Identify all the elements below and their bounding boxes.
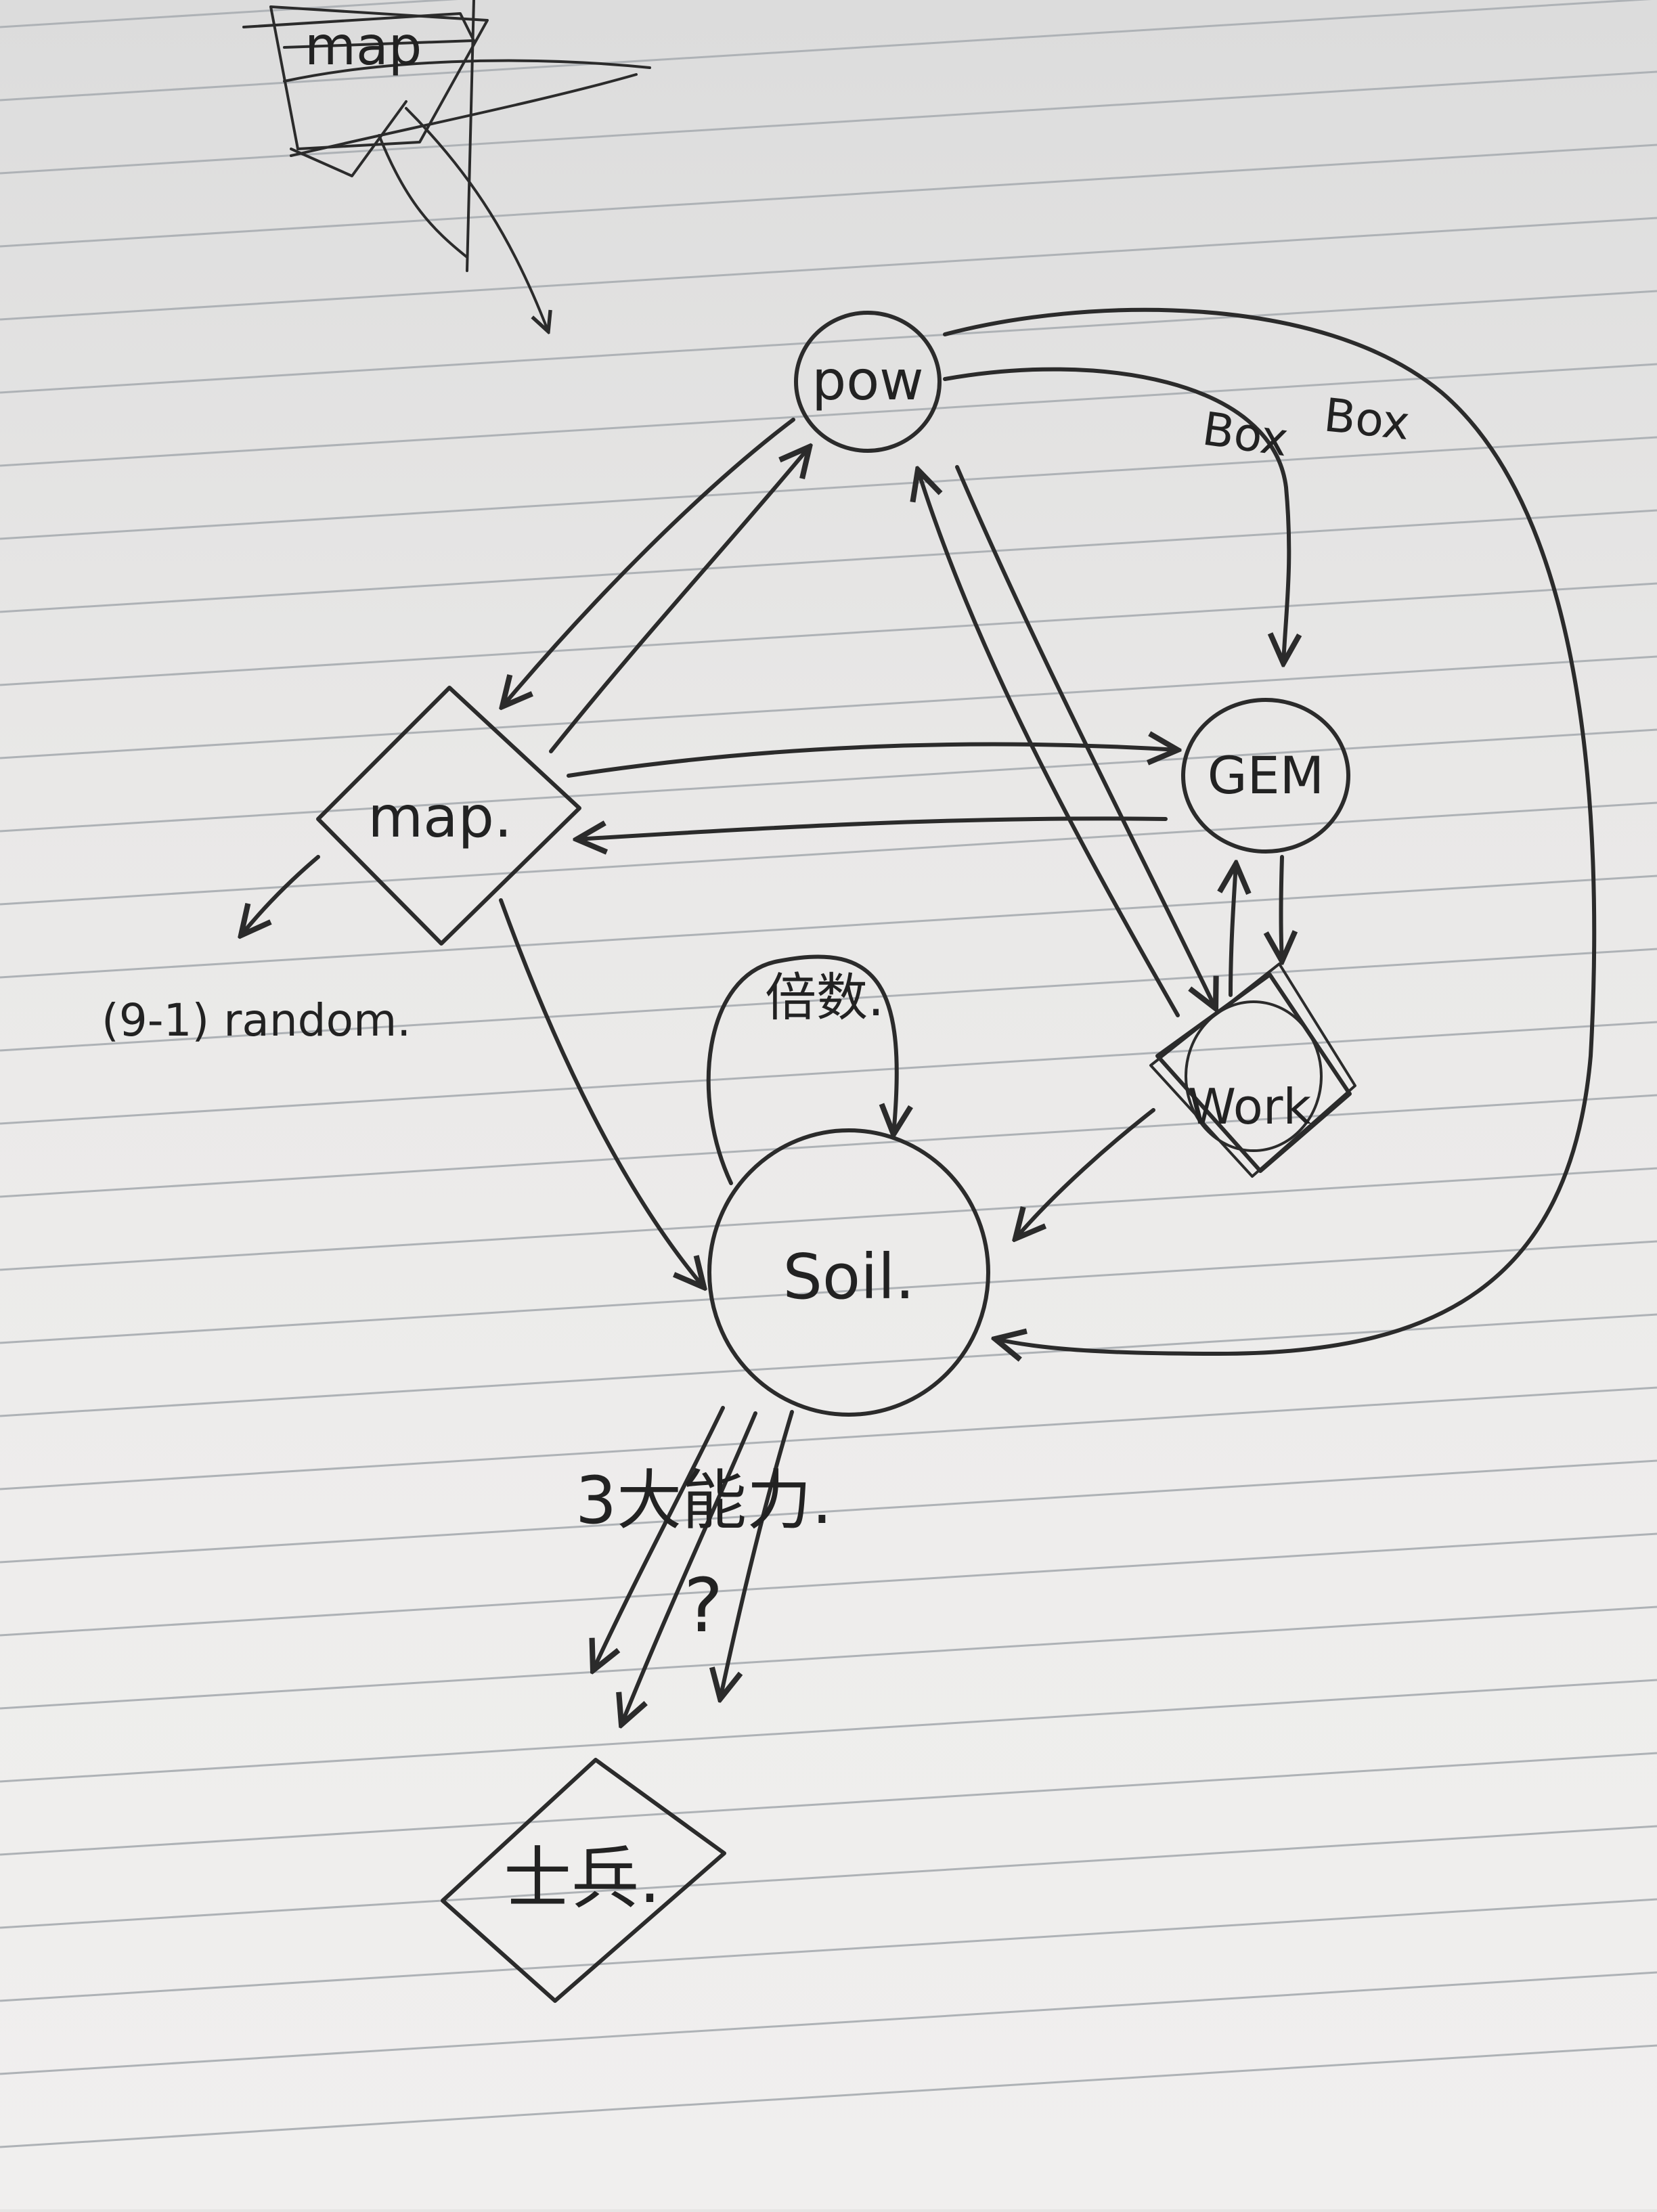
node-soil: Soil. (707, 1128, 990, 1417)
ruled-line (0, 1240, 1657, 1344)
ruled-line (0, 1752, 1657, 1856)
edge-soil-to-soldier-1 (593, 1406, 725, 1671)
ruled-line (0, 1606, 1657, 1710)
ruled-line (0, 217, 1657, 321)
edge-work-to-gem (1231, 864, 1236, 997)
ruled-line (0, 143, 1657, 248)
edge-gem-to-map (577, 816, 1168, 839)
map-label: map. (368, 784, 512, 850)
ruled-line (0, 948, 1657, 1052)
edge-work-to-pow (918, 470, 1180, 1017)
gem-label: GEM (1208, 745, 1324, 805)
soldier-label: 士兵. (504, 1839, 661, 1918)
map-sketch-scribble: map (242, 0, 651, 332)
edge-pow-to-work (955, 465, 1216, 1009)
ruled-line (0, 1971, 1657, 2075)
node-gem: GEM (1181, 698, 1350, 854)
edge-map-to-pow (549, 447, 810, 753)
ruled-line (0, 1167, 1657, 1271)
edge-soil-to-soldier-2 (621, 1411, 757, 1725)
box-label-2: Box (1321, 389, 1412, 451)
ruled-line (0, 1532, 1657, 1637)
edge-work-to-soil (1015, 1108, 1155, 1239)
ruled-line (0, 70, 1657, 175)
ruled-line (0, 1898, 1657, 2002)
ruled-line (0, 1679, 1657, 1783)
ruled-line (0, 1313, 1657, 1417)
ruled-line (0, 1021, 1657, 1125)
ruled-line (0, 728, 1657, 833)
ruled-line (0, 509, 1657, 613)
multiplier-label: 倍数. (765, 967, 884, 1027)
node-work: Work (1149, 963, 1356, 1178)
work-label: Work (1188, 1078, 1312, 1135)
ruled-line (0, 290, 1657, 394)
edge-pow-to-map (502, 418, 795, 707)
ruled-line (0, 1386, 1657, 1490)
ruled-line (0, 1094, 1657, 1198)
edge-map-to-random (241, 855, 320, 935)
edge-map-to-gem (567, 745, 1178, 778)
edge-soil-self-loop (706, 954, 897, 1185)
ruled-line (0, 655, 1657, 759)
edges (241, 307, 1597, 1725)
ruled-line (0, 1825, 1657, 1929)
node-map: map. (316, 686, 581, 946)
edge-pow-to-soil (943, 307, 1597, 1354)
node-pow: pow (794, 311, 942, 453)
ruled-line (0, 875, 1657, 979)
soil-label: Soil. (782, 1241, 914, 1313)
map-sketch-label: map (305, 16, 422, 77)
node-soldier: 士兵. (441, 1758, 726, 2003)
ruled-line (0, 0, 459, 28)
ruled-line (0, 801, 1657, 906)
ruled-line (0, 0, 1652, 102)
box-label-1: Box (1199, 403, 1291, 468)
question-mark-label: ? (684, 1562, 723, 1649)
ruled-line (0, 582, 1657, 686)
random-label: (9-1) random. (102, 994, 411, 1046)
edge-gem-to-work (1281, 855, 1283, 961)
ruled-line (0, 363, 1657, 467)
ruled-line (0, 436, 1657, 540)
edge-pow-to-gem (943, 367, 1289, 663)
ruled-lines (0, 0, 1657, 2148)
pow-label: pow (812, 349, 923, 412)
edge-soil-to-soldier-3 (720, 1410, 794, 1699)
ruled-line (0, 1459, 1657, 1564)
ruled-line (0, 2044, 1657, 2148)
edge-map-to-soil (499, 898, 704, 1287)
three-abilities-label: 3大能力. (575, 1463, 833, 1539)
